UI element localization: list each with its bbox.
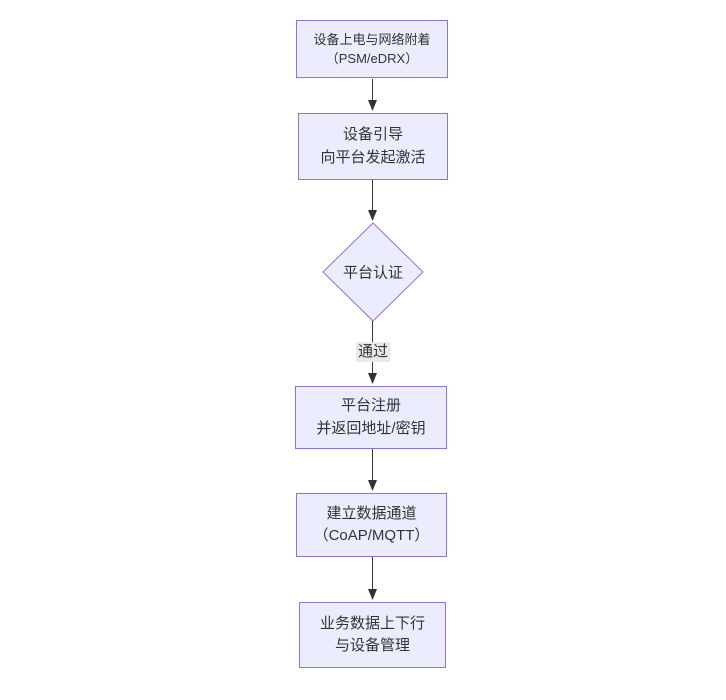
node-register-line2: 并返回地址/密钥 [316, 419, 426, 437]
node-register-line1: 平台注册 [340, 397, 401, 414]
node-data-channel: 建立数据通道 （CoAP/MQTT） [296, 493, 447, 557]
edge-bootstrap-to-auth-arrowhead [368, 210, 377, 221]
node-bootstrap-line1: 设备引导 [342, 126, 403, 143]
node-power-attach-line2: （PSM/eDRX） [325, 51, 419, 66]
node-bootstrap-line2: 向平台发起激活 [320, 148, 426, 166]
node-business: 业务数据上下行 与设备管理 [299, 602, 446, 668]
edge-channel-to-business-arrowhead [368, 589, 377, 600]
node-power-attach: 设备上电与网络附着 （PSM/eDRX） [296, 20, 448, 78]
node-register: 平台注册 并返回地址/密钥 [295, 386, 447, 449]
edge-label-pass: 通过 [355, 342, 391, 362]
edge-register-to-channel-arrowhead [368, 480, 377, 491]
node-business-line1: 业务数据上下行 [319, 614, 425, 632]
node-bootstrap: 设备引导 向平台发起激活 [298, 113, 448, 180]
edge-power-to-bootstrap-arrowhead [368, 100, 377, 111]
node-power-attach-line1: 设备上电与网络附着 [313, 31, 431, 47]
node-data-channel-line2: （CoAP/MQTT） [313, 527, 430, 544]
node-business-line2: 与设备管理 [334, 637, 410, 654]
edge-auth-to-register-arrowhead [368, 373, 377, 384]
node-platform-auth-label: 平台认证 [342, 264, 404, 282]
node-data-channel-line1: 建立数据通道 [326, 504, 417, 522]
